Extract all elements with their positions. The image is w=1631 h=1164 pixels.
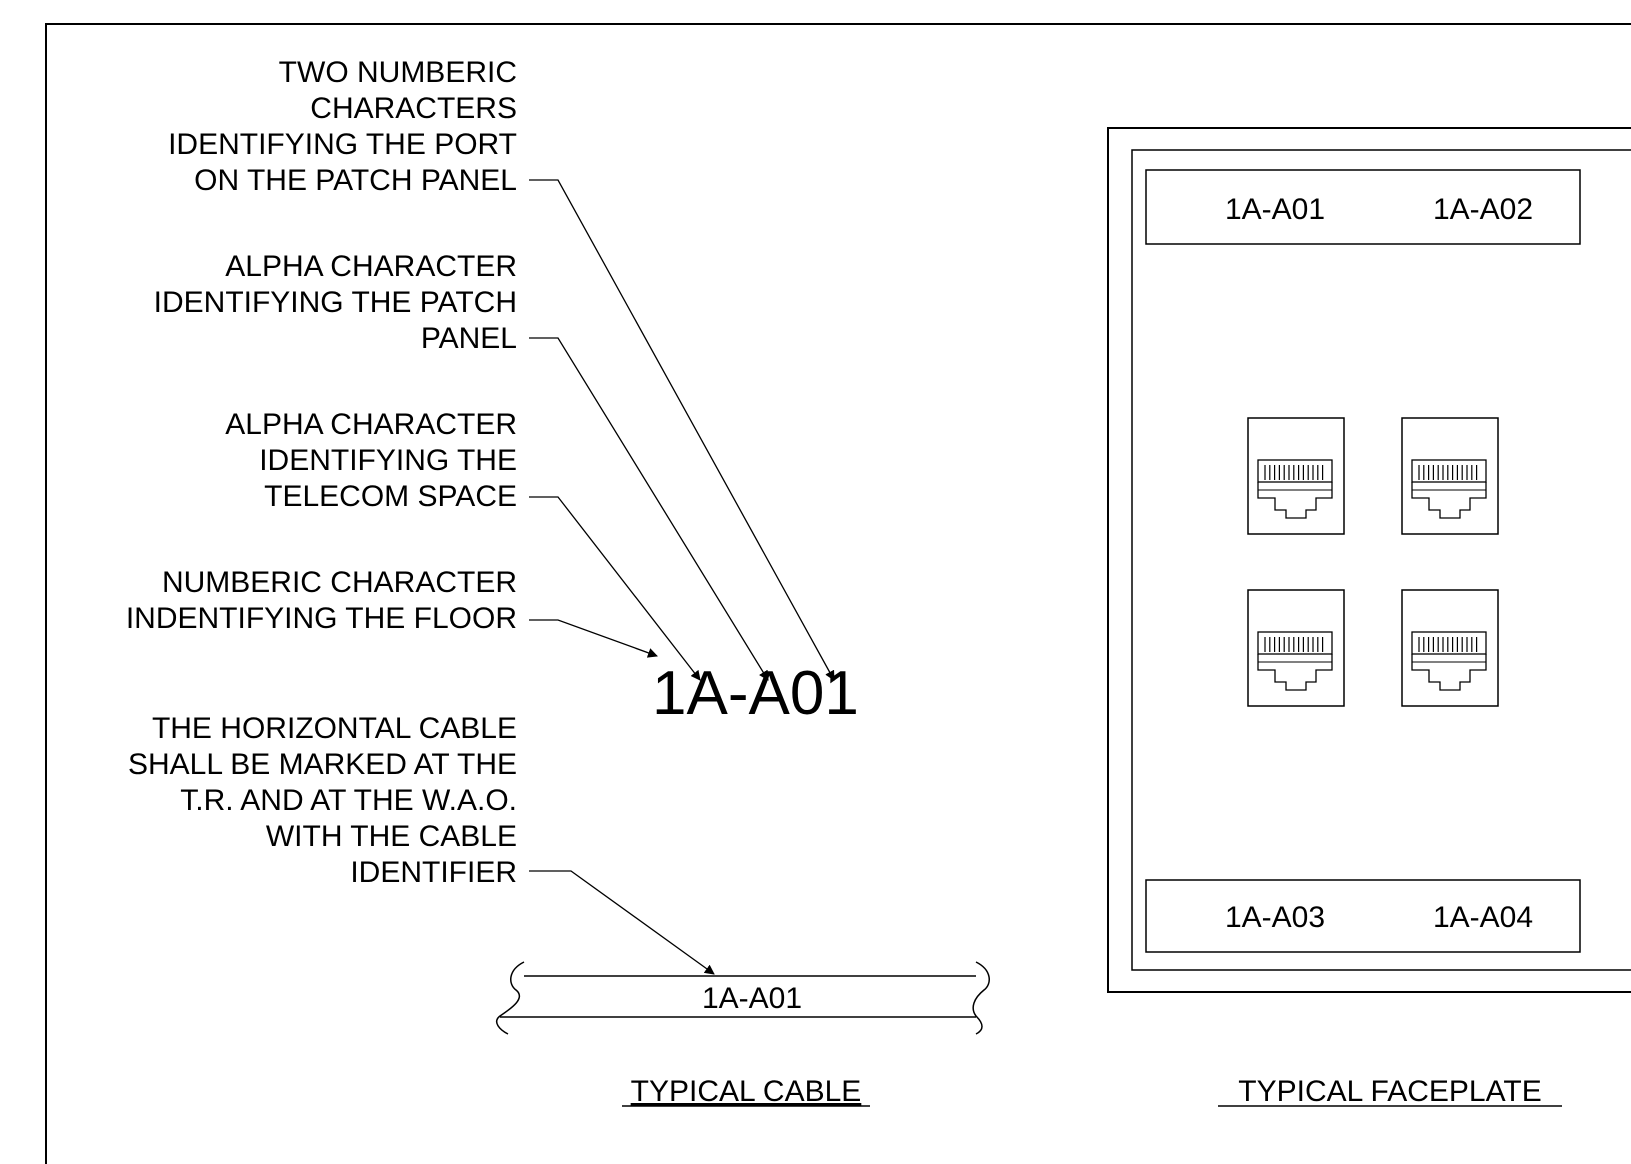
callout-patch-panel-line-2: IDENTIFYING THE PATCH: [154, 286, 517, 319]
faceplate-jacks: [1247, 417, 1499, 707]
leader-line-floor: [529, 619, 658, 658]
jack-pin-block: [1411, 459, 1487, 483]
callout-patch-panel-line-3: PANEL: [421, 322, 517, 355]
jack-housing: [1401, 417, 1499, 535]
typical-cable: 1A-A01 TYPICAL CABLE: [496, 961, 990, 1108]
rj45-jack-icon-3: [1247, 589, 1345, 707]
rj45-jack-icon-2: [1401, 417, 1499, 535]
callout-horizontal-cable-line-5: IDENTIFIER: [350, 856, 517, 889]
jack-opening: [1257, 482, 1333, 519]
callout-horizontal-cable: THE HORIZONTAL CABLE SHALL BE MARKED AT …: [128, 712, 715, 975]
callout-port-line-4: ON THE PATCH PANEL: [194, 164, 517, 197]
callout-port-line-3: IDENTIFYING THE PORT: [168, 128, 517, 161]
callout-patch-panel: ALPHA CHARACTER IDENTIFYING THE PATCH PA…: [154, 250, 769, 681]
drawing-border: [45, 23, 1631, 1164]
faceplate-label-port-1: 1A-A01: [1225, 193, 1325, 226]
leader-line-patch-panel: [529, 337, 769, 681]
callout-telecom-space-line-3: TELECOM SPACE: [264, 480, 517, 513]
callout-patch-panel-line-1: ALPHA CHARACTER: [225, 250, 517, 283]
faceplate-bottom-label-strip: [1145, 879, 1581, 953]
jack-opening: [1411, 654, 1487, 691]
jack-housing: [1247, 417, 1345, 535]
faceplate-label-port-4: 1A-A04: [1433, 901, 1533, 934]
typical-faceplate-caption: TYPICAL FACEPLATE: [1238, 1075, 1541, 1108]
faceplate-label-port-3: 1A-A03: [1225, 901, 1325, 934]
callout-horizontal-cable-line-2: SHALL BE MARKED AT THE: [128, 748, 517, 781]
typical-cable-caption: TYPICAL CABLE: [631, 1075, 862, 1108]
callout-floor: NUMBERIC CHARACTER INDENTIFYING THE FLOO…: [126, 566, 658, 658]
callout-horizontal-cable-line-4: WITH THE CABLE: [266, 820, 517, 853]
callout-telecom-space-line-2: IDENTIFYING THE: [259, 444, 517, 477]
jack-housing: [1247, 589, 1345, 707]
callout-port: TWO NUMBERIC CHARACTERS IDENTIFYING THE …: [168, 56, 835, 681]
typical-faceplate: 1A-A01 1A-A02 1A-A03 1A-A04 TYPICAL FACE…: [1107, 127, 1631, 1108]
callout-port-line-1: TWO NUMBERIC: [279, 56, 517, 89]
leader-line-horizontal-cable: [529, 870, 715, 975]
callout-telecom-space: ALPHA CHARACTER IDENTIFYING THE TELECOM …: [225, 408, 701, 681]
cable-marking-label: 1A-A01: [702, 982, 802, 1015]
cable-identifier-example: 1A-A01: [652, 659, 859, 728]
callout-port-line-2: CHARACTERS: [310, 92, 517, 125]
callout-telecom-space-line-1: ALPHA CHARACTER: [225, 408, 517, 441]
jack-pin-block: [1257, 459, 1333, 483]
callout-floor-line-2: INDENTIFYING THE FLOOR: [126, 602, 517, 635]
rj45-jack-icon-4: [1401, 589, 1499, 707]
faceplate-outer-frame: [1107, 127, 1631, 993]
faceplate-top-label-strip: [1145, 169, 1581, 245]
leader-line-port: [529, 179, 835, 681]
callout-horizontal-cable-line-1: THE HORIZONTAL CABLE: [152, 712, 517, 745]
callout-horizontal-cable-line-3: T.R. AND AT THE W.A.O.: [180, 784, 517, 817]
jack-pin-block: [1411, 631, 1487, 655]
rj45-jack-icon-1: [1247, 417, 1345, 535]
cable-break-left: [496, 961, 525, 1035]
jack-pin-block: [1257, 631, 1333, 655]
faceplate-inner-frame: [1131, 149, 1631, 971]
jack-housing: [1401, 589, 1499, 707]
faceplate-label-port-2: 1A-A02: [1433, 193, 1533, 226]
callout-floor-line-1: NUMBERIC CHARACTER: [162, 566, 517, 599]
cable-break-right: [972, 961, 990, 1035]
jack-opening: [1411, 482, 1487, 519]
jack-opening: [1257, 654, 1333, 691]
leader-line-telecom-space: [529, 496, 701, 681]
